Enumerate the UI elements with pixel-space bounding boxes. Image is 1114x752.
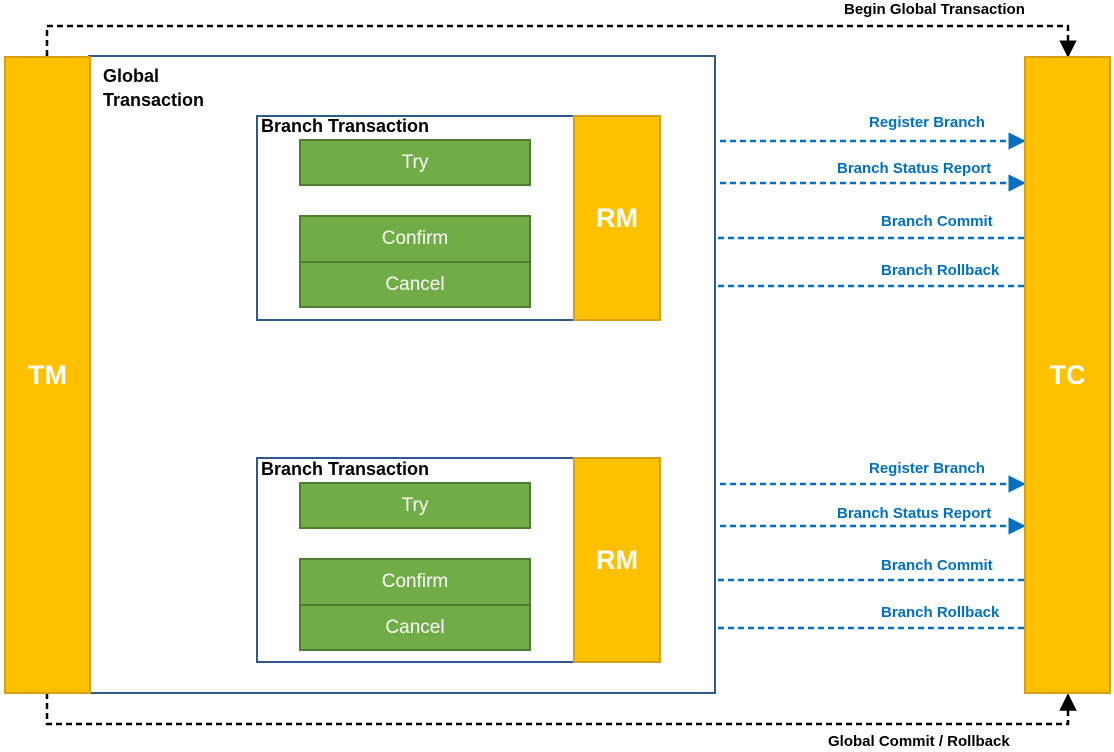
confirm-block-1: Confirm (299, 215, 531, 263)
tc-block: TC (1024, 56, 1111, 694)
rm-block-1: RM (573, 115, 661, 321)
cancel-label-2: Cancel (385, 616, 445, 638)
try-label-2: Try (401, 494, 429, 516)
try-block-2: Try (299, 482, 531, 529)
try-label-1: Try (401, 151, 429, 173)
global-commit-rollback-label: Global Commit / Rollback (828, 733, 1010, 750)
confirm-block-2: Confirm (299, 558, 531, 606)
tc-label: TC (1049, 359, 1086, 390)
rm-block-2: RM (573, 457, 661, 663)
branch-rollback-label-2: Branch Rollback (881, 604, 1000, 621)
branch-commit-label-1: Branch Commit (881, 213, 993, 230)
confirm-label-2: Confirm (381, 571, 449, 592)
branch-status-report-label-2: Branch Status Report (837, 505, 992, 522)
rm-label-2: RM (596, 544, 638, 575)
branch-transaction-title-2: Branch Transaction (261, 459, 430, 479)
begin-global-transaction-arrow (45, 24, 1077, 58)
register-branch-label-1: Register Branch (869, 114, 985, 131)
branch-status-report-label-1: Branch Status Report (837, 160, 992, 177)
branch-transaction-title-1: Branch Transaction (261, 116, 430, 136)
begin-global-transaction-label: Begin Global Transaction (844, 1, 1025, 18)
cancel-block-2: Cancel (299, 604, 531, 651)
global-commit-rollback-arrow (45, 693, 1077, 726)
tm-block: TM (4, 56, 91, 694)
register-branch-label-2: Register Branch (869, 460, 985, 477)
cancel-block-1: Cancel (299, 261, 531, 308)
global-transaction-label: Global Transaction (103, 66, 205, 110)
branch-commit-label-2: Branch Commit (881, 557, 993, 574)
cancel-label-1: Cancel (385, 273, 445, 295)
rm-label-1: RM (596, 202, 638, 233)
branch-rollback-label-1: Branch Rollback (881, 262, 1000, 279)
tm-label: TM (28, 359, 67, 390)
try-block-1: Try (299, 139, 531, 186)
confirm-label-1: Confirm (381, 228, 449, 249)
